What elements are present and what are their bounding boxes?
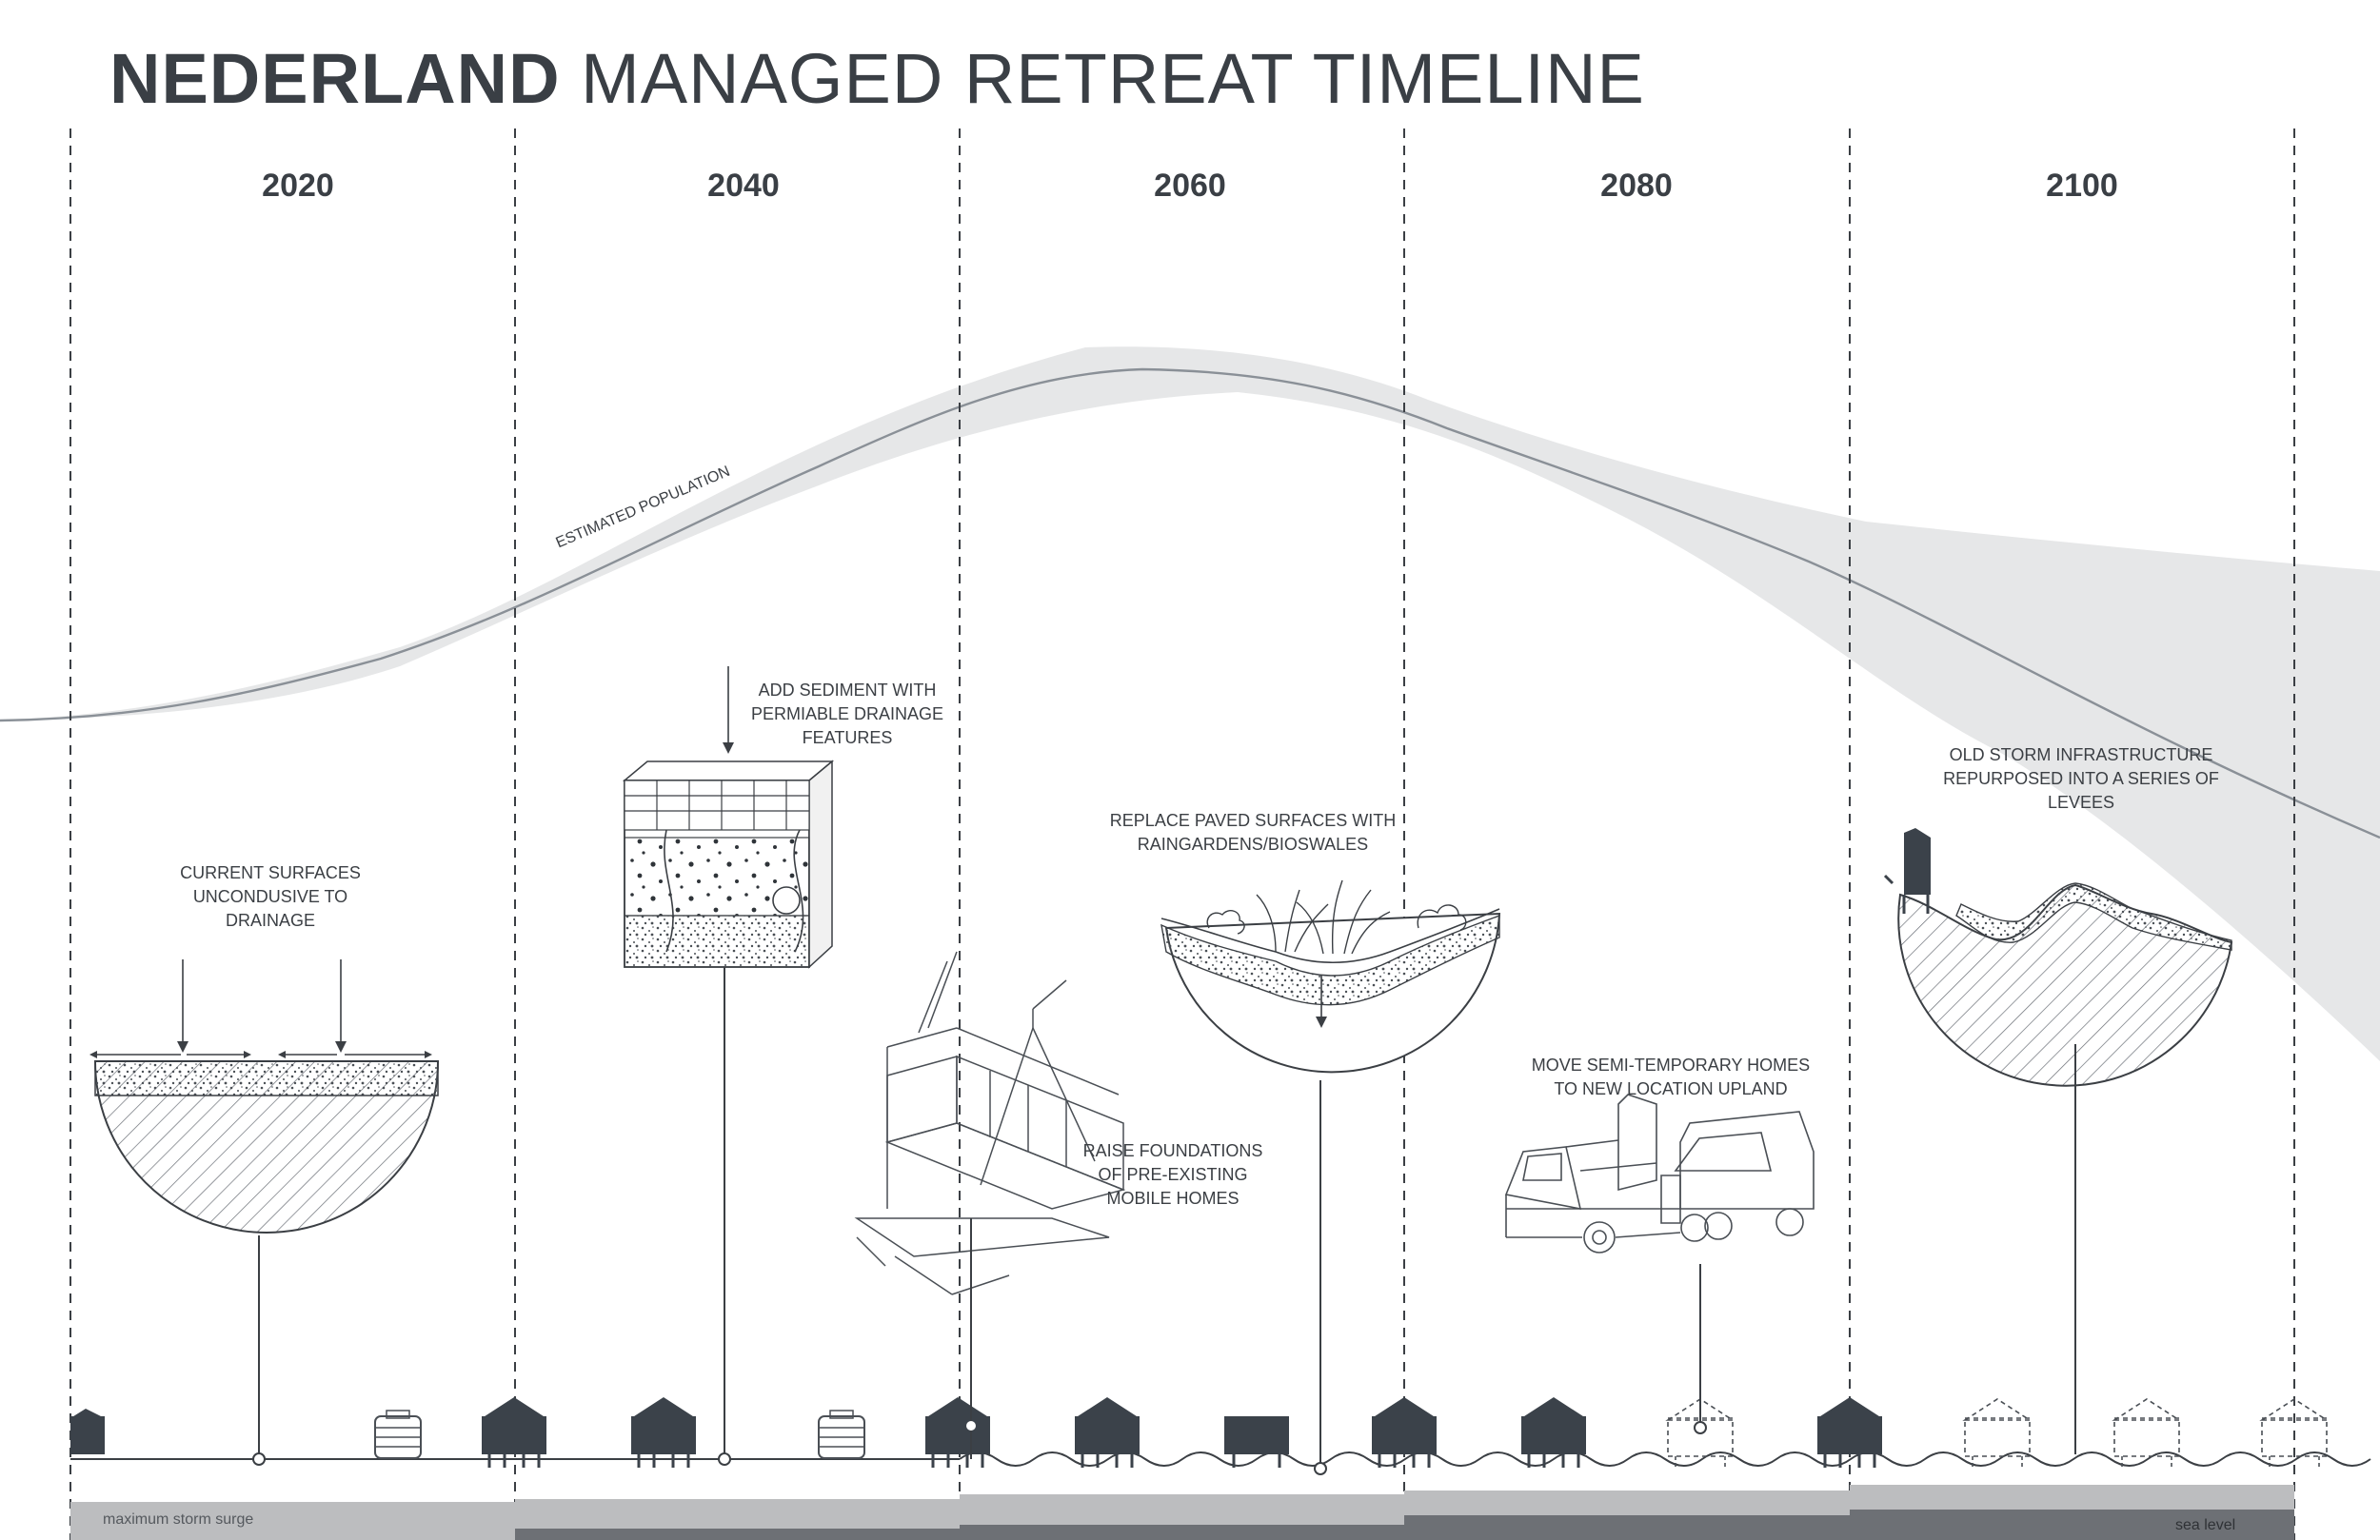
- annotation-line: RAISE FOUNDATIONS: [1082, 1141, 1263, 1160]
- annotation-replace-paved: REPLACE PAVED SURFACES WITH RAINGARDENS/…: [1101, 809, 1405, 857]
- title-bold: NEDERLAND: [109, 39, 561, 118]
- annotation-line: ADD SEDIMENT WITH: [758, 681, 937, 700]
- year-label-2020: 2020: [262, 168, 334, 204]
- crane-anchor-point: [966, 1421, 976, 1431]
- annotation-line: CURRENT SURFACES: [180, 863, 361, 882]
- annotation-line: PERMIABLE DRAINAGE: [750, 704, 944, 723]
- population-band: [0, 346, 2380, 1061]
- annotation-line: MOVE SEMI-TEMPORARY HOMES: [1531, 1056, 1811, 1075]
- annotation-line: MOBILE HOMES: [1106, 1189, 1240, 1208]
- water-wave: [959, 1451, 2371, 1467]
- annotation-line: OLD STORM INFRASTRUCTURE: [1949, 745, 2213, 764]
- sea-level-label: sea level: [2175, 1517, 2236, 1533]
- surfaces-bowl-diagram: [89, 959, 440, 1466]
- crane-mobile-home-diagram: [854, 951, 1126, 1459]
- annotation-line: RAINGARDENS/BIOSWALES: [1137, 835, 1369, 854]
- annotation-line: FEATURES: [802, 728, 893, 747]
- title-light: MANAGED RETREAT TIMELINE: [581, 39, 1645, 118]
- move-homes-leader: [1694, 1264, 1707, 1434]
- annotation-line: REPURPOSED INTO A SERIES OF: [1943, 769, 2219, 788]
- houses: [70, 1395, 1884, 1470]
- relocated-house-outlines: [1667, 1398, 2328, 1471]
- sediment-cube-diagram: [622, 666, 835, 1466]
- trailers: [374, 1410, 865, 1459]
- annotation-line: UNCONDUSIVE TO: [192, 887, 348, 906]
- annotation-line: DRAINAGE: [225, 911, 316, 930]
- annotation-current-surfaces: CURRENT SURFACES UNCONDUSIVE TO DRAINAGE: [147, 861, 394, 933]
- annotation-line: LEVEES: [2047, 793, 2115, 812]
- annotation-line: REPLACE PAVED SURFACES WITH: [1109, 811, 1397, 830]
- truck-mobile-home-diagram: [1504, 1094, 1815, 1254]
- population-line: [0, 367, 2380, 839]
- annotation-levees: OLD STORM INFRASTRUCTURE REPURPOSED INTO…: [1929, 743, 2233, 815]
- sea-level-band: [515, 1510, 2294, 1540]
- annotation-move-homes: MOVE SEMI-TEMPORARY HOMES TO NEW LOCATIO…: [1518, 1054, 1823, 1101]
- annotation-line: OF PRE-EXISTING: [1098, 1165, 1248, 1184]
- year-label-2060: 2060: [1154, 168, 1226, 204]
- year-dividers: [69, 128, 2295, 1540]
- page-title: NEDERLAND MANAGED RETREAT TIMELINE: [109, 36, 1645, 122]
- levee-bowl-diagram: [1883, 828, 2233, 1454]
- storm-surge-label: maximum storm surge: [103, 1511, 254, 1528]
- annotation-add-sediment: ADD SEDIMENT WITH PERMIABLE DRAINAGE FEA…: [733, 679, 962, 750]
- annotation-raise-foundations: RAISE FOUNDATIONS OF PRE-EXISTING MOBILE…: [1068, 1139, 1278, 1211]
- year-label-2040: 2040: [707, 168, 780, 204]
- year-label-2100: 2100: [2046, 168, 2118, 204]
- year-label-2080: 2080: [1600, 168, 1673, 204]
- raingarden-bowl-diagram: [1160, 879, 1501, 1475]
- annotation-line: TO NEW LOCATION UPLAND: [1554, 1079, 1788, 1098]
